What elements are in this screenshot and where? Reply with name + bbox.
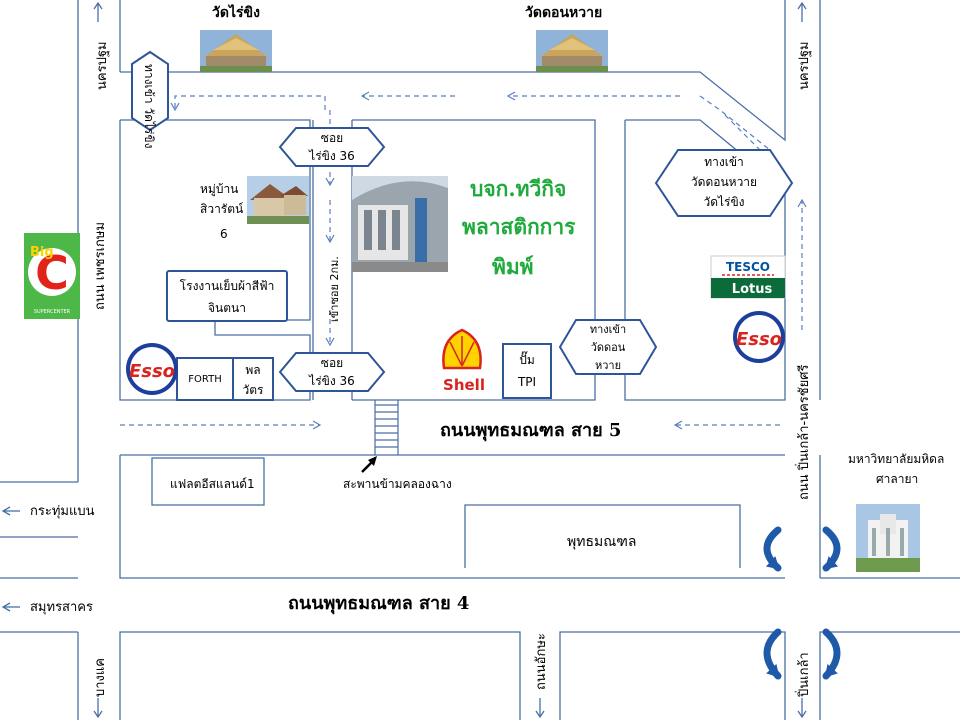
direction-arrows [1,1,807,719]
svg-text:ทางเข้า: ทางเข้า [704,155,744,169]
road-label-nakhon-pathom-left: นครปฐม [95,41,110,90]
forth-box: FORTH [176,357,234,401]
svg-text:TPI: TPI [517,375,536,389]
road-label-krathum-baen: กระทุ่มแบน [30,504,95,519]
svg-text:วัตร: วัตร [243,383,265,397]
svg-text:ทางเข้า วัดไร่ขิง: ทางเข้า วัดไร่ขิง [142,64,156,148]
tesco-lotus-logo: TESCO Lotus [710,255,786,299]
road-label-phetkasem: ถนน เพชรเกษม [93,222,108,310]
sign-entrance-don-wai-rai-khing: ทางเข้า วัดดอนหวาย วัดไร่ขิง [654,149,794,217]
tpi-box: ปั๊ม TPI [502,343,552,399]
svg-text:หวาย: หวาย [595,359,621,372]
svg-text:Big: Big [30,245,54,260]
svg-text:พิมพ์: พิมพ์ [492,254,534,279]
phutthamonthon-label: พุทธมณฑล [567,534,636,550]
esso-logo-left: Esso [126,343,178,395]
svg-text:สะพานข้ามคลองฉาง: สะพานข้ามคลองฉาง [343,477,452,491]
svg-text:จินตนา: จินตนา [208,301,246,315]
svg-text:หมู่บ้าน: หมู่บ้าน [200,182,238,197]
temple-label-don-wai: วัดดอนหวาย [525,5,602,21]
road-label-pinklao: ปิ่นเกล้า [795,652,812,698]
svg-text:ศาลายา: ศาลายา [876,472,918,486]
svg-text:บจก.ทวีกิจ: บจก.ทวีกิจ [470,176,566,201]
svg-text:สิวารัตน์: สิวารัตน์ [200,202,243,216]
company-name: บจก.ทวีกิจ พลาสติกการ พิมพ์ [462,176,576,279]
svg-text:โรงงานเย็บผ้าสีฟ้า: โรงงานเย็บผ้าสีฟ้า [180,278,275,293]
svg-text:TESCO: TESCO [726,260,770,274]
esso-logo-right: Esso [733,311,785,363]
sign-tang-khao-rai-khing: ทางเข้า วัดไร่ขิง [131,50,169,148]
svg-text:Esso: Esso [736,329,782,350]
sign-soi-rai-khing-36-top: ซอย ไร่ขิง 36 [278,127,386,167]
svg-text:SUPERCENTER: SUPERCENTER [34,309,71,315]
svg-text:ปั๊ม: ปั๊ม [519,351,535,367]
svg-text:วัดดอน: วัดดอน [591,341,626,354]
road-label-aksa: ถนนอักษะ [534,633,549,690]
temple-don-wai-image [536,30,608,72]
svg-text:วัดไร่ขิง: วัดไร่ขิง [703,195,744,209]
svg-text:พลาสติกการ: พลาสติกการ [462,214,576,239]
svg-text:ไร่ขิง 36: ไร่ขิง 36 [308,149,355,163]
university-image [856,504,920,572]
village-image [247,176,309,224]
road-label-bang-khae: บางแค [93,658,108,697]
road-label-pinklao-nakhonchaisi: ถนน ปิ่นเกล้า-นครชัยศรี [795,365,812,500]
village-label: หมู่บ้าน สิวารัตน์ 6 [200,182,243,241]
shell-logo: Shell [442,328,485,394]
svg-text:FORTH: FORTH [188,374,221,385]
sign-entrance-don-wai-mid: ทางเข้า วัดดอน หวาย [558,319,658,375]
road-label-samut-sakhon: สมุทรสาคร [30,600,93,615]
university-label: มหาวิทยาลัยมหิดล ศาลายา [848,452,944,486]
svg-text:Esso: Esso [129,361,175,382]
svg-text:C: C [35,246,69,300]
svg-text:ซอย: ซอย [321,131,343,145]
road-label-utthayan-4: ถนนพุทธมณฑล สาย 4 [288,593,469,615]
flat-label: แฟลตอีสแลนด์1 [170,477,255,491]
road-label-utthayan-5: ถนนพุทธมณฑล สาย 5 [440,420,621,442]
temple-rai-khing-image [200,30,272,72]
svg-text:ซอย: ซอย [321,356,343,370]
bigc-logo: C Big SUPERCENTER [24,233,80,319]
u-turn-icons [763,526,841,680]
company-building-image [352,176,448,272]
svg-text:พล: พล [245,363,260,377]
road-label-nakhon-pathom-right: นครปฐม [797,41,812,90]
temple-label-rai-khing: วัดไร่ขิง [212,3,260,21]
bridge-label: สะพานข้ามคลองฉาง [343,456,452,491]
svg-text:วัดดอนหวาย: วัดดอนหวาย [691,175,757,189]
bridge-ladder [374,400,399,455]
svg-text:ทางเข้า: ทางเข้า [590,323,626,336]
svg-text:6: 6 [220,227,228,241]
svg-text:Shell: Shell [443,376,485,394]
road-label-soi-2km: เข้าซอย 2กม. [328,256,341,322]
svg-text:มหาวิทยาลัยมหิดล: มหาวิทยาลัยมหิดล [848,452,944,466]
route-arrows [120,91,807,430]
svg-text:ไร่ขิง 36: ไร่ขิง 36 [308,374,355,388]
pol-watt-box: พล วัตร [232,357,274,401]
factory-box: โรงงานเย็บผ้าสีฟ้า จินตนา [166,270,288,322]
svg-text:Lotus: Lotus [732,282,773,297]
sign-soi-rai-khing-36-bottom: ซอย ไร่ขิง 36 [278,352,386,392]
